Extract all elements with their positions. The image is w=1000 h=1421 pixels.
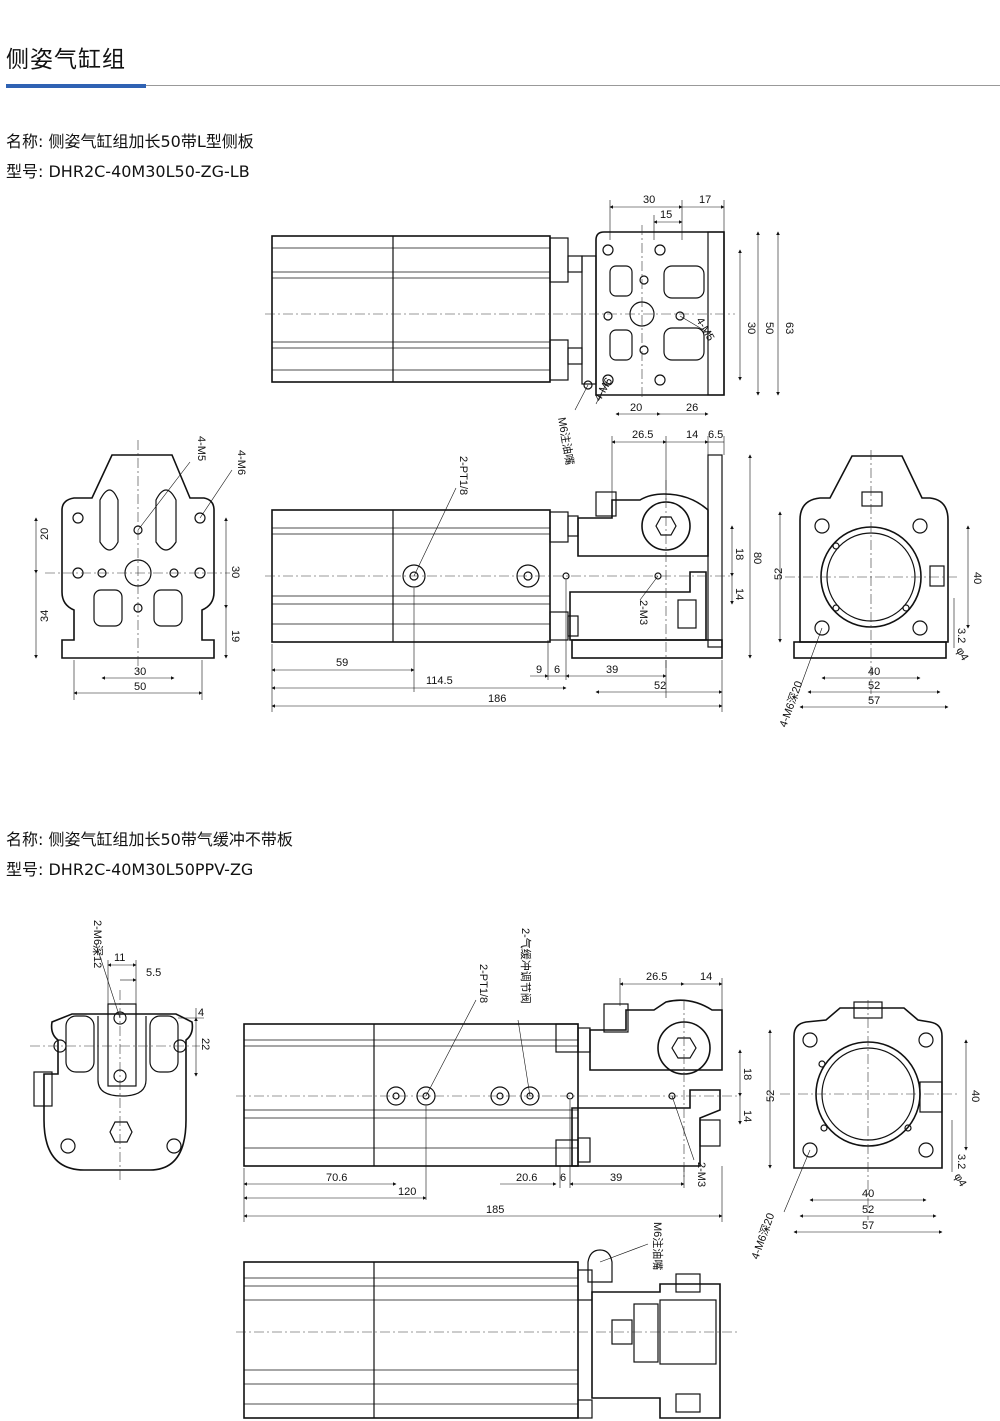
dim-v30: 30 (745, 322, 757, 334)
d2-cushion-valve: 2-气缓冲调节阀 (519, 928, 533, 1004)
d2-dim-14: 14 (700, 971, 712, 983)
d2-dim-v4: 4 (198, 1007, 204, 1019)
end-dim-v40: 40 (971, 572, 983, 584)
d2-end-v3-2: 3.2 (955, 1154, 967, 1169)
d2-end-v52: 52 (765, 1090, 777, 1102)
end-dim-v52: 52 (773, 568, 785, 580)
dim-h114-5: 114.5 (426, 675, 453, 687)
title-divider (6, 85, 1000, 86)
drawing1-side-view: 26.5 14 6.5 18 14 80 2-PT1/8 2-M3 59 114… (265, 429, 763, 712)
dim-30: 30 (643, 194, 655, 206)
dim-v19: 19 (229, 630, 241, 642)
d2-dim-h70-6: 70.6 (326, 1172, 347, 1184)
dim-h52: 52 (654, 680, 666, 692)
thread-left-m6: 4-M6 (235, 450, 247, 475)
dim-h6: 6 (554, 664, 560, 676)
product-2-model: 型号: DHR2C-40M30L50PPV-ZG (6, 860, 254, 879)
d2-dim-h20-6: 20.6 (516, 1172, 537, 1184)
grease-nipple: M6注油嘴 (555, 416, 577, 466)
dim-h9: 9 (536, 664, 542, 676)
d2-dim-h185: 185 (486, 1204, 504, 1216)
d2-dim-26-5: 26.5 (646, 971, 667, 983)
thread-2-m3: 2-M3 (637, 600, 649, 625)
dim-14: 14 (686, 429, 698, 441)
dim-v14: 14 (733, 588, 745, 600)
d2-end-h52: 52 (862, 1204, 874, 1216)
drawing2-end-view: 52 40 3.2 φ4 40 52 57 4-M6深20 (749, 1000, 981, 1261)
product-1-name: 名称: 侧姿气缸组加长50带L型侧板 (6, 132, 254, 151)
end-dim-v3-2: 3.2 (955, 628, 967, 643)
d2-dim-h120: 120 (398, 1186, 416, 1198)
product-1-model: 型号: DHR2C-40M30L50-ZG-LB (6, 162, 250, 181)
dim-v20: 20 (39, 528, 51, 540)
d2-end-v40: 40 (969, 1090, 981, 1102)
dim-h30: 30 (134, 666, 146, 678)
d2-thread-m6deep12: 2-M6深12 (91, 920, 104, 968)
dim-v34: 34 (39, 610, 51, 622)
d2-port-pt18: 2-PT1/8 (477, 964, 489, 1003)
d2-thread-2-m3: 2-M3 (695, 1162, 707, 1187)
dim-v30-left: 30 (229, 566, 241, 578)
d2-end-h40: 40 (862, 1188, 874, 1200)
drawing1-top-view: 30 17 15 20 26 30 50 63 4-M5 4-M6 M6注油嘴 (265, 194, 795, 466)
dim-26: 26 (686, 402, 698, 414)
dim-15: 15 (660, 209, 672, 221)
d2-end-h57: 57 (862, 1220, 874, 1232)
drawing2-side-view: 26.5 14 18 14 2-PT1/8 2-气缓冲调节阀 2-M3 70.6… (236, 928, 753, 1222)
d2-dim-v22: 22 (199, 1038, 211, 1050)
d2-dim-h6: 6 (560, 1172, 566, 1184)
title-accent-bar (6, 84, 146, 88)
dim-h50: 50 (134, 681, 146, 693)
end-phi4: φ4 (953, 646, 970, 663)
port-pt18: 2-PT1/8 (457, 456, 469, 495)
thread-left-m5: 4-M5 (195, 436, 207, 461)
product-2-name: 名称: 侧姿气缸组加长50带气缓冲不带板 (6, 830, 293, 849)
dim-26-5: 26.5 (632, 429, 653, 441)
d2-dim-v18: 18 (741, 1068, 753, 1080)
dim-h59: 59 (336, 657, 348, 669)
dim-v18: 18 (733, 548, 745, 560)
thread-4-m5: 4-M5 (693, 316, 716, 344)
dim-v63: 63 (783, 322, 795, 334)
page-title: 侧姿气缸组 (6, 47, 126, 73)
d2-dim-v14: 14 (741, 1110, 753, 1122)
drawing1-end-view: 52 40 3.2 φ4 40 52 57 4-M6深20 (773, 450, 983, 729)
end-dim-h57: 57 (868, 695, 880, 707)
d2-end-m6deep: 4-M6深20 (749, 1211, 778, 1261)
dim-v50: 50 (763, 322, 775, 334)
d2-dim-h39: 39 (610, 1172, 622, 1184)
d2-dim-5-5: 5.5 (146, 967, 161, 979)
end-dim-h52: 52 (868, 680, 880, 692)
d2-grease-nipple: M6注油嘴 (651, 1222, 665, 1270)
dim-h39: 39 (606, 664, 618, 676)
dim-h186: 186 (488, 693, 506, 705)
drawing2-left-view: 11 5.5 4 22 2-M6深12 (30, 920, 211, 1180)
drawing2-bottom-view: M6注油嘴 (236, 1222, 740, 1419)
dim-v80: 80 (751, 552, 763, 564)
end-dim-h40: 40 (868, 666, 880, 678)
dim-20: 20 (630, 402, 642, 414)
dim-6-5: 6.5 (708, 429, 723, 441)
d2-end-phi4: φ4 (951, 1172, 968, 1189)
d2-dim-11: 11 (114, 952, 125, 964)
dim-17: 17 (699, 194, 711, 206)
drawing1-left-view: 20 34 30 19 30 50 4-M5 4-M6 (34, 436, 247, 700)
end-thread-m6deep: 4-M6深20 (777, 679, 806, 729)
